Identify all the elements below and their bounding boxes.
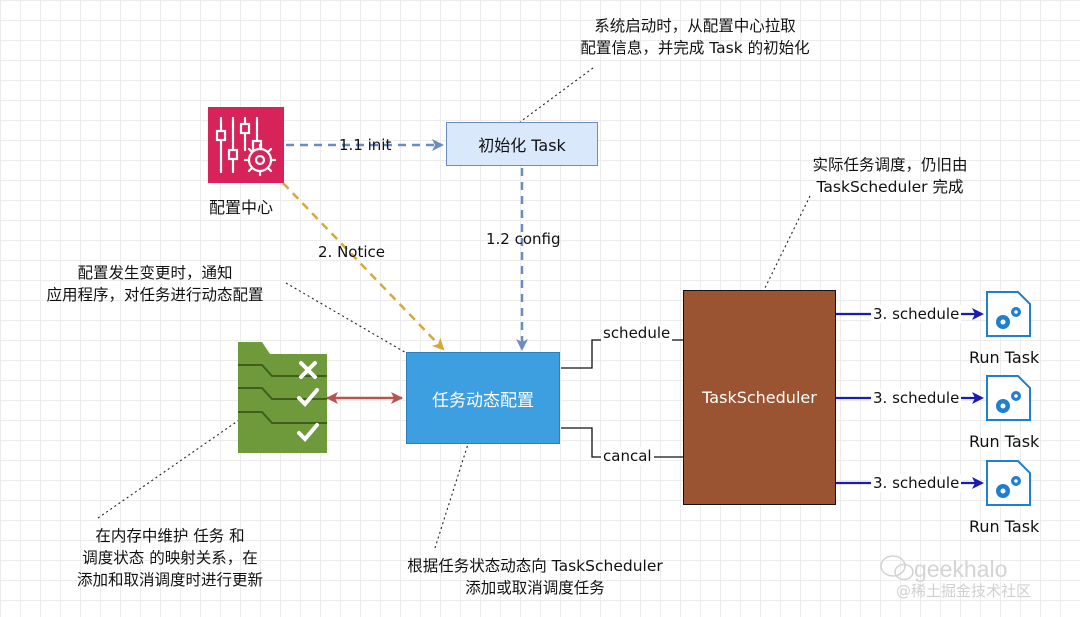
leader-bottom-left bbox=[97, 417, 243, 519]
leader-bottom-center bbox=[434, 443, 469, 549]
note-bottom-center: 根据任务状态动态向 TaskScheduler 添加或取消调度任务 bbox=[407, 557, 663, 597]
config-center-icon bbox=[208, 107, 284, 183]
task-state-store-icon bbox=[238, 342, 327, 453]
run-task-label: Run Task bbox=[969, 432, 1040, 451]
note-bottom-left: 在内存中维护 任务 和 调度状态 的映射关系，在 添加和取消调度时进行更新 bbox=[76, 527, 263, 589]
edge-label-run-3: 3. schedule bbox=[871, 474, 962, 492]
note-right: 实际任务调度，仍旧由 TaskScheduler 完成 bbox=[812, 156, 968, 196]
watermark-logo-icon bbox=[880, 555, 914, 581]
edge-label-cancel: cancal bbox=[601, 447, 654, 465]
task-scheduler-box[interactable]: TaskScheduler bbox=[683, 290, 836, 505]
note-top: 系统启动时，从配置中心拉取 配置信息，并完成 Task 的初始化 bbox=[580, 17, 810, 57]
leader-right bbox=[763, 195, 811, 291]
edge-notice bbox=[282, 182, 445, 351]
note-left: 配置发生变更时，通知 应用程序，对任务进行动态配置 bbox=[46, 264, 264, 304]
leader-top bbox=[519, 67, 594, 123]
run-task-icon-3 bbox=[986, 460, 1031, 506]
edge-label-run-1: 3. schedule bbox=[871, 305, 962, 323]
edge-schedule bbox=[561, 339, 683, 369]
dynamic-config-label: 任务动态配置 bbox=[432, 390, 534, 411]
leader-left bbox=[285, 282, 409, 355]
edge-label-schedule: schedule bbox=[601, 324, 673, 342]
edge-label-notice: 2. Notice bbox=[318, 243, 386, 261]
init-task-label: 初始化 Task bbox=[478, 136, 566, 155]
run-task-label: Run Task bbox=[969, 517, 1040, 536]
edge-label-config: 1.2 config bbox=[486, 230, 561, 248]
edge-label-run-2: 3. schedule bbox=[871, 389, 962, 407]
edge-label-init: 1.1 init bbox=[339, 136, 392, 154]
run-task-label: Run Task bbox=[969, 348, 1040, 367]
run-task-icon-2 bbox=[986, 375, 1031, 421]
watermark-site: @稀土掘金技术社区 bbox=[896, 582, 1032, 600]
run-task-icon-1 bbox=[986, 291, 1031, 337]
watermark-brand: geekhalo bbox=[914, 556, 1008, 582]
task-scheduler-label: TaskScheduler bbox=[702, 388, 817, 407]
dynamic-config-box[interactable]: 任务动态配置 bbox=[406, 352, 560, 444]
config-center-label: 配置中心 bbox=[209, 198, 274, 217]
init-task-box[interactable]: 初始化 Task bbox=[446, 122, 598, 166]
